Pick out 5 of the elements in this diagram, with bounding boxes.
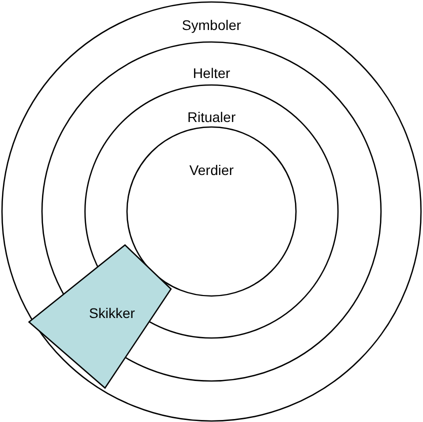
layer-label: Ritualer: [187, 109, 236, 125]
layer-label: Helter: [192, 65, 230, 81]
layer-label: Skikker: [89, 305, 135, 321]
layer-label: Symboler: [182, 17, 242, 33]
layer-label: Verdier: [189, 162, 234, 178]
